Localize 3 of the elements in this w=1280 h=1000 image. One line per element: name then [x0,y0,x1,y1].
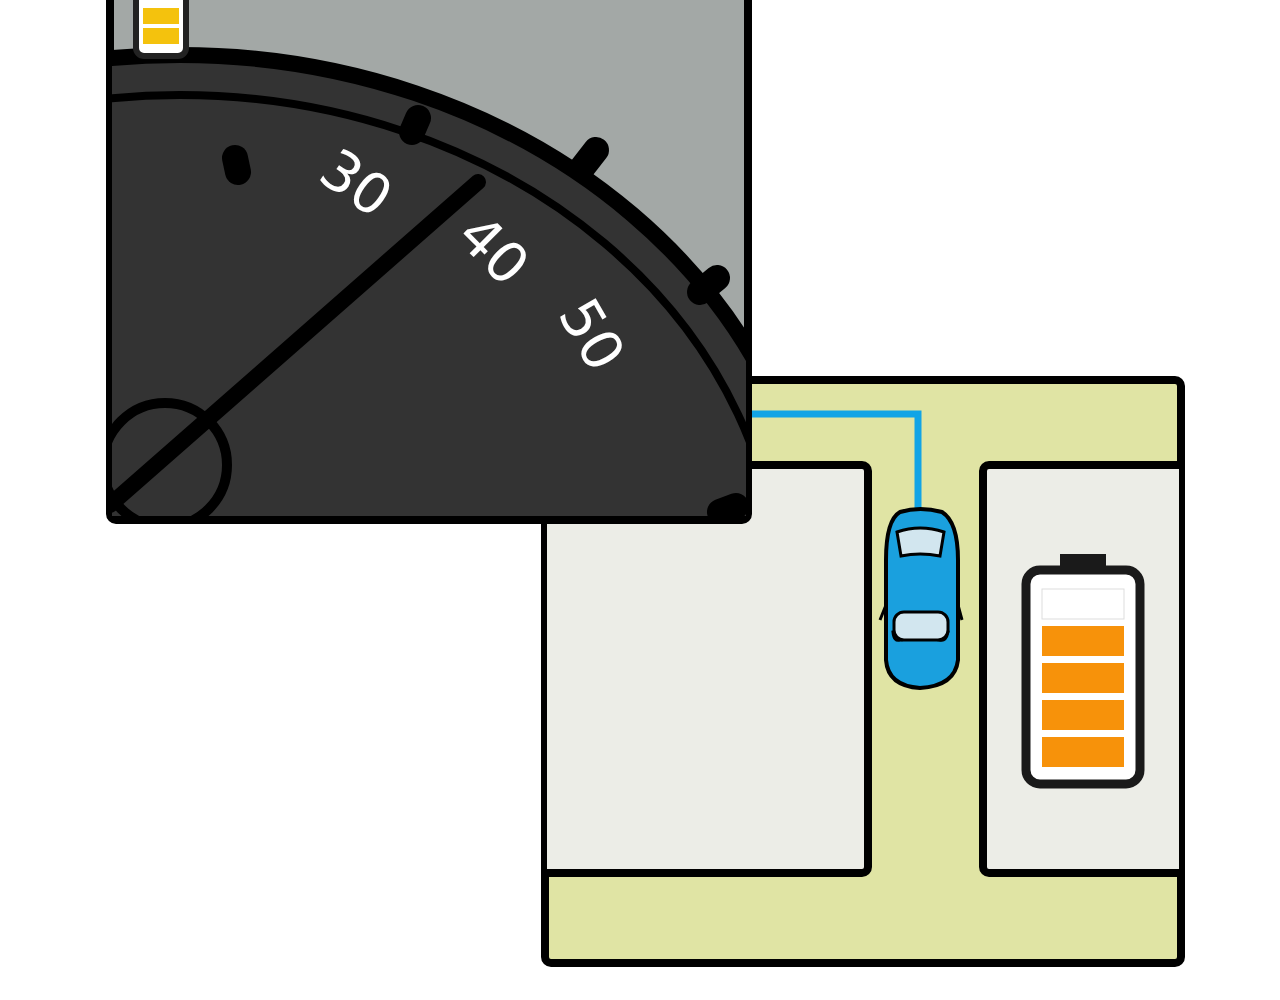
dial-number: 40 [448,205,539,295]
dial-number: 30 [310,140,402,227]
dial-number: 50 [549,290,634,380]
